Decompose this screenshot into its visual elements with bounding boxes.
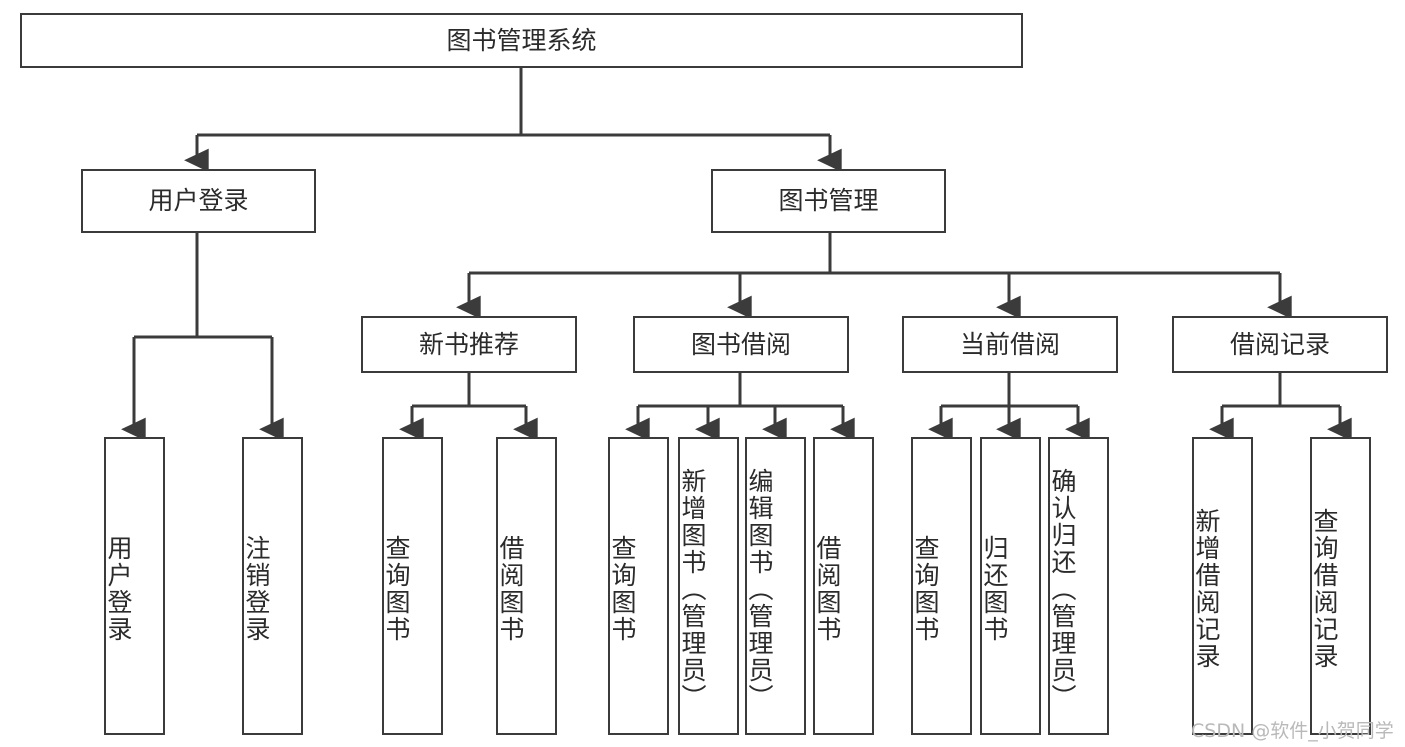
leaf-current-borrow-query[interactable]: 查询图书 [911, 437, 972, 735]
node-current-borrow[interactable]: 当前借阅 [902, 316, 1118, 373]
node-label: 新书推荐 [418, 329, 519, 359]
leaf-borrow-record-query[interactable]: 查询借阅记录 [1310, 437, 1371, 735]
node-label: 借阅图书 [813, 535, 842, 643]
node-root-book-management-system[interactable]: 图书管理系统 [20, 13, 1023, 68]
node-label: 图书管理 [778, 186, 879, 216]
node-label: 新增图书（管理员） [678, 467, 707, 711]
node-label: 当前借阅 [959, 329, 1060, 359]
leaf-new-book-borrow[interactable]: 借阅图书 [496, 437, 557, 735]
leaf-new-book-query[interactable]: 查询图书 [382, 437, 443, 735]
node-book-borrow[interactable]: 图书借阅 [633, 316, 849, 373]
node-label: 确认归还（管理员） [1048, 467, 1077, 711]
node-label: 查询图书 [911, 535, 940, 643]
node-label: 图书借阅 [690, 329, 791, 359]
node-label: 借阅记录 [1229, 329, 1330, 359]
leaf-book-borrow-query[interactable]: 查询图书 [608, 437, 669, 735]
node-label: 借阅图书 [496, 535, 525, 643]
node-label: 归还图书 [980, 535, 1009, 643]
leaf-user-login-login[interactable]: 用户登录 [104, 437, 165, 735]
leaf-current-borrow-return[interactable]: 归还图书 [980, 437, 1041, 735]
node-label: 注销登录 [242, 535, 271, 643]
node-label: 编辑图书（管理员） [745, 467, 774, 711]
leaf-user-login-logout[interactable]: 注销登录 [242, 437, 303, 735]
node-label: 图书管理系统 [446, 25, 597, 55]
node-new-book-recommend[interactable]: 新书推荐 [361, 316, 577, 373]
leaf-current-borrow-confirm-return[interactable]: 确认归还（管理员） [1048, 437, 1109, 735]
node-label: 查询图书 [608, 535, 637, 643]
node-book-management[interactable]: 图书管理 [711, 169, 946, 233]
leaf-book-borrow-edit[interactable]: 编辑图书（管理员） [745, 437, 806, 735]
leaf-book-borrow-add[interactable]: 新增图书（管理员） [678, 437, 739, 735]
node-label: 用户登录 [148, 186, 249, 216]
node-label: 查询借阅记录 [1310, 508, 1339, 670]
node-user-login[interactable]: 用户登录 [81, 169, 316, 233]
node-label: 新增借阅记录 [1192, 508, 1221, 670]
leaf-borrow-record-add[interactable]: 新增借阅记录 [1192, 437, 1253, 735]
node-borrow-record[interactable]: 借阅记录 [1172, 316, 1388, 373]
node-label: 查询图书 [382, 535, 411, 643]
leaf-book-borrow-borrow[interactable]: 借阅图书 [813, 437, 874, 735]
node-label: 用户登录 [104, 535, 133, 643]
